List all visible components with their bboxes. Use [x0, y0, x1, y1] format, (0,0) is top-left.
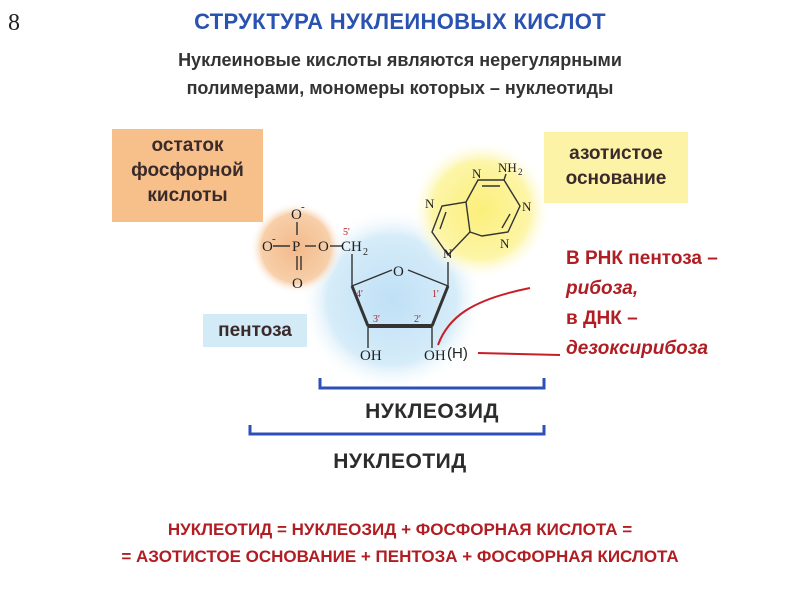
slide-number: 8 [8, 10, 20, 36]
n9-label: N [443, 246, 453, 261]
ribose-pointer-line [437, 287, 531, 346]
base-box: азотистое основание [544, 132, 688, 203]
equation-line-1: НУКЛЕОТИД = НУКЛЕОЗИД + ФОСФОРНАЯ КИСЛОТ… [167, 520, 633, 539]
c3-label: 3' [373, 314, 380, 325]
phosphate-p: P [292, 239, 300, 255]
phosphate-o-right: O [318, 239, 329, 255]
minus-sign: - [301, 201, 305, 213]
phosphate-box-line-1: остаток [151, 135, 224, 156]
nucleoside-label: НУКЛЕОЗИД [365, 400, 499, 423]
equation-line-2: = АЗОТИСТОЕ ОСНОВАНИЕ + ПЕНТОЗА + ФОСФОР… [121, 547, 679, 566]
ch2-subscript: 2 [363, 247, 368, 258]
subtitle-line-1: Нуклеиновые кислоты являются нерегулярны… [178, 50, 622, 70]
note-line-2: рибоза, [566, 278, 639, 299]
nucleotide-bracket [248, 425, 546, 436]
atom-labels: O - O - P O O CH 2 O OH OH N N N N N NH … [262, 160, 532, 364]
n3-label: N [522, 199, 532, 214]
n-ring-label: N [500, 236, 510, 251]
oh-2-label: OH [424, 348, 446, 364]
c5-label: 5' [343, 227, 350, 238]
c1-label: 1' [432, 289, 439, 300]
ring-oxygen: O [393, 264, 404, 280]
c4-label: 4' [356, 289, 363, 300]
carbon-numbers: 5' 4' 3' 2' 1' [343, 227, 439, 325]
page-title: СТРУКТУРА НУКЛЕИНОВЫХ КИСЛОТ [194, 9, 606, 34]
phosphate-o-top: O [291, 207, 302, 223]
phosphate-box: остаток фосфорной кислоты [112, 129, 263, 222]
subtitle: Нуклеиновые кислоты являются нерегулярны… [60, 46, 740, 102]
oh-3-label: OH [360, 348, 382, 364]
nucleoside-bracket [318, 378, 546, 390]
minus-sign: - [272, 233, 276, 245]
note-line-4: дезоксирибоза [566, 338, 709, 359]
bonds [273, 173, 521, 348]
hydrogen-label: (H) [447, 345, 468, 362]
note-line-1: В РНК пентоза – [566, 248, 718, 269]
pentose-note: В РНК пентоза – рибоза, в ДНК – дезоксир… [566, 244, 718, 364]
base-box-line-1: азотистое [569, 143, 663, 164]
nh2-label: NH [498, 160, 517, 175]
ch2-label: CH [341, 239, 362, 255]
n7-label: N [425, 196, 435, 211]
phosphate-o-left: O [262, 239, 273, 255]
base-box-line-2: основание [565, 168, 667, 189]
c2-label: 2' [414, 314, 421, 325]
n1-label: N [472, 166, 482, 181]
phosphate-o-bottom: O [292, 276, 303, 292]
nucleotide-label: НУКЛЕОТИД [333, 450, 467, 473]
phosphate-box-line-3: кислоты [147, 185, 228, 206]
nh2-subscript: 2 [518, 167, 523, 177]
note-line-3: в ДНК – [566, 308, 638, 329]
phosphate-box-line-2: фосфорной [131, 160, 244, 181]
subtitle-line-2: полимерами, мономеры которых – нуклеотид… [186, 78, 614, 98]
pentose-box: пентоза [203, 314, 307, 347]
phosphate-glow [250, 202, 342, 294]
deoxyribose-pointer-line [477, 352, 561, 356]
base-glow [411, 140, 551, 280]
